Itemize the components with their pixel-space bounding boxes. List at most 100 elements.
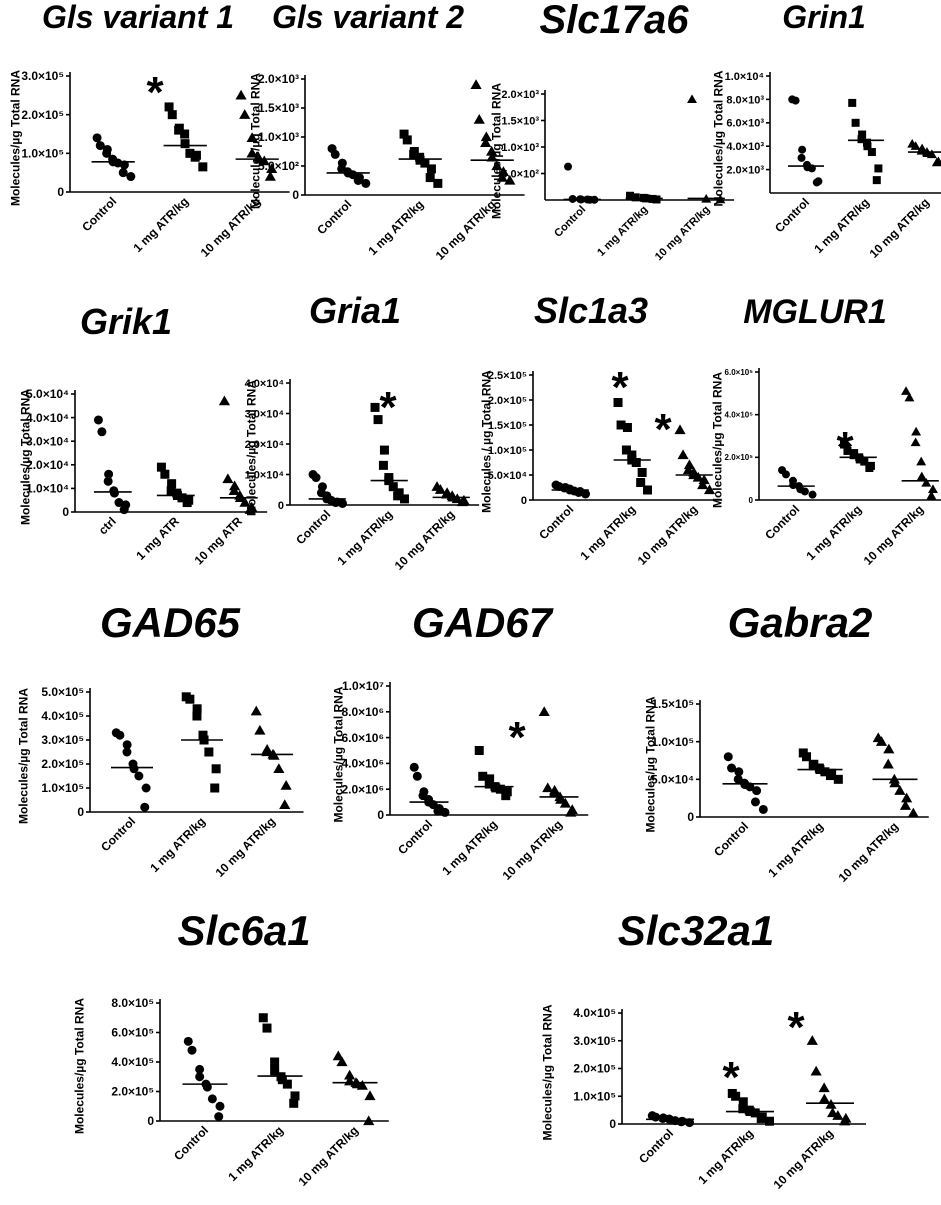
x-category-label: ctrl xyxy=(96,514,119,537)
circle-marker xyxy=(195,1072,205,1082)
square-marker xyxy=(379,445,389,455)
y-tick-label: 3.0×10⁴ xyxy=(245,408,284,420)
y-tick-label: 2.0×10⁵ xyxy=(725,453,754,462)
panel-title: MGLUR1 xyxy=(743,293,887,331)
circle-marker xyxy=(433,806,443,816)
series-triangle xyxy=(431,481,470,507)
series-circle xyxy=(409,762,450,817)
triangle-marker xyxy=(894,785,906,795)
y-tick-label: 0 xyxy=(749,496,754,505)
circle-marker xyxy=(214,1112,224,1122)
y-tick-label: 0 xyxy=(62,505,69,519)
series-square xyxy=(625,191,663,204)
triangle-marker xyxy=(280,780,292,790)
circle-marker xyxy=(330,149,340,159)
circle-marker xyxy=(187,1045,197,1055)
series-square xyxy=(398,129,443,188)
series-triangle xyxy=(901,386,939,500)
y-tick-label: 4.0×10⁵ xyxy=(111,1055,154,1069)
square-marker xyxy=(177,493,187,503)
circle-marker xyxy=(122,740,132,750)
triangle-marker xyxy=(504,174,516,185)
x-category-label: Control xyxy=(552,204,588,240)
y-tick-label: 6.0×10⁵ xyxy=(725,368,754,377)
triangle-marker xyxy=(818,1082,830,1093)
square-marker xyxy=(174,125,184,135)
panel-title: Grin1 xyxy=(782,0,866,35)
circle-marker xyxy=(440,807,450,817)
x-category-label: 10 mg ATR/kg xyxy=(836,819,902,885)
series-triangle xyxy=(674,424,716,495)
square-marker xyxy=(857,135,866,144)
x-category-label: 10 mg ATR/kg xyxy=(861,502,927,568)
triangle-marker xyxy=(921,477,932,487)
y-axis-label: Molecules/µg Total RNA xyxy=(245,380,259,516)
triangle-marker xyxy=(222,473,234,484)
circle-marker xyxy=(93,415,103,425)
square-marker xyxy=(180,129,190,139)
y-tick-label: 2.0×10³ xyxy=(258,72,299,86)
triangle-marker xyxy=(674,424,686,435)
triangle-marker xyxy=(491,160,503,171)
square-marker xyxy=(833,774,843,784)
square-marker xyxy=(185,148,195,158)
y-tick-label: 8.0×10⁶ xyxy=(341,705,384,719)
series-square xyxy=(613,398,653,495)
triangle-marker xyxy=(496,172,508,182)
triangle-marker xyxy=(250,705,262,716)
y-tick-label: 0 xyxy=(521,495,527,507)
triangle-marker xyxy=(264,170,276,181)
circle-marker xyxy=(126,172,136,182)
triangle-marker xyxy=(677,449,689,460)
circle-marker xyxy=(581,489,591,499)
y-tick-label: 1.5×10³ xyxy=(501,115,539,127)
x-category-label: Control xyxy=(171,1123,211,1163)
significance-star: * xyxy=(722,1053,740,1102)
triangle-marker xyxy=(229,480,241,491)
square-marker xyxy=(851,118,860,127)
circle-marker xyxy=(750,797,760,807)
y-axis-label: Molecules / µg Total RNA xyxy=(480,370,494,513)
square-marker xyxy=(262,1023,272,1033)
square-marker xyxy=(825,771,835,781)
square-marker xyxy=(409,149,419,159)
circle-marker xyxy=(723,752,733,762)
panel-title: Slc17a6 xyxy=(539,0,689,42)
square-marker xyxy=(865,464,874,472)
x-category-label: 10 mg ATR/kg xyxy=(500,817,566,883)
x-category-label: Control xyxy=(711,819,751,859)
triangle-marker xyxy=(683,459,696,470)
square-marker xyxy=(860,457,869,466)
triangle-marker xyxy=(687,94,697,104)
panel-title: Grik1 xyxy=(80,301,172,342)
triangle-marker xyxy=(565,806,577,817)
x-category-label: 1 mg ATR/kg xyxy=(765,819,826,880)
series-square xyxy=(839,440,877,472)
y-axis-label: Molecules/µg Total RNA xyxy=(9,70,23,206)
square-marker xyxy=(495,784,505,794)
circle-marker xyxy=(338,498,348,508)
circle-marker xyxy=(102,148,112,158)
series-circle xyxy=(777,466,817,499)
square-marker xyxy=(474,746,484,755)
square-marker xyxy=(198,162,208,172)
x-category-label: Control xyxy=(395,817,435,857)
series-circle xyxy=(788,95,824,187)
significance-star: * xyxy=(146,68,164,117)
triangle-marker xyxy=(486,151,498,162)
square-marker xyxy=(764,1116,774,1126)
square-marker xyxy=(848,98,857,107)
square-marker xyxy=(626,191,635,200)
series-square xyxy=(474,746,514,801)
x-category-label: 10 mg ATR/kg xyxy=(433,197,499,263)
y-tick-label: 4.0×10⁴ xyxy=(26,411,69,425)
y-tick-label: 1.5×10⁵ xyxy=(651,697,694,711)
series-triangle xyxy=(687,94,726,204)
y-axis-label: Molecules/µg Total RNA xyxy=(490,83,504,219)
y-axis-label: Molecules/µg Total RNA xyxy=(644,696,658,832)
square-marker xyxy=(167,479,177,489)
y-tick-label: 4.0×10⁶ xyxy=(341,757,384,771)
